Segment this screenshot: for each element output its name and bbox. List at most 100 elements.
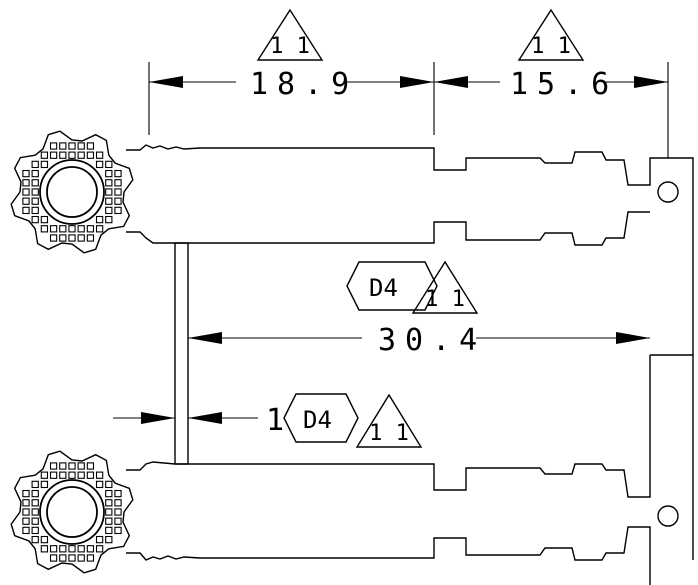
perforation-square — [49, 225, 58, 233]
perforation-square — [86, 234, 95, 242]
dimension-text-18-9: 18.9 — [250, 67, 358, 102]
perforation-square — [31, 526, 39, 535]
perforation-square — [95, 535, 104, 544]
perforation-square — [31, 499, 39, 507]
perforation-square — [105, 188, 113, 196]
revision-text: 1 1 — [425, 287, 465, 312]
perforation-square — [40, 151, 49, 159]
perforation-square — [22, 206, 30, 215]
perforation-square — [22, 197, 30, 205]
pad-inner-ring — [46, 486, 98, 538]
arrowhead — [188, 412, 222, 424]
perforation-square — [40, 545, 49, 553]
perforation-square — [68, 471, 76, 479]
perforation-square — [31, 179, 39, 187]
perforation-square — [22, 526, 30, 535]
revision-triangle-middle — [411, 260, 479, 314]
perforation-square — [68, 554, 76, 562]
perforation-square — [105, 197, 113, 205]
perforation-square — [31, 535, 39, 544]
perforation-square — [22, 169, 30, 178]
perforation-square — [114, 169, 122, 178]
perforation-square — [86, 462, 95, 470]
lower-lead-bottom-edge — [126, 526, 651, 585]
arrowhead — [141, 412, 175, 424]
perforation-square — [40, 215, 49, 224]
perforation-square — [114, 526, 122, 535]
revision-triangle-top-right — [517, 8, 585, 61]
perforation-square — [31, 160, 39, 169]
lower-lead-top-edge — [126, 355, 651, 498]
perforation-square — [114, 499, 122, 507]
upper-lead — [126, 144, 694, 560]
perforation-square — [77, 142, 85, 150]
arrowhead — [400, 76, 434, 88]
hexagon-tag-middle — [346, 261, 438, 311]
revision-text: 1 1 — [369, 421, 409, 446]
perforation-square — [31, 188, 39, 196]
upper-lead-bottom-edge — [126, 211, 650, 246]
arrowhead — [434, 76, 468, 88]
perforation-square — [68, 225, 76, 233]
perforation-square — [95, 215, 104, 224]
perforation-square — [22, 499, 30, 507]
pad-outer-ring — [39, 479, 105, 545]
perforation-square — [114, 206, 122, 215]
perforation-square — [49, 234, 58, 242]
perforation-square — [114, 188, 122, 196]
perforation-square — [77, 462, 85, 470]
perforation-square — [86, 142, 95, 150]
perforation-square — [59, 545, 67, 553]
perforation-square — [49, 142, 58, 150]
arrowhead — [634, 76, 668, 88]
perforation-square — [86, 554, 95, 562]
perforation-square — [40, 225, 49, 233]
perforation-square — [49, 554, 58, 562]
hex-tag-text: D4 — [369, 274, 398, 302]
perforation-square — [105, 526, 113, 535]
perforation-square — [59, 142, 67, 150]
perforation-square — [77, 234, 85, 242]
middle-dimension-group: 30.4 D4 1 1 — [188, 260, 650, 358]
perforation-square — [68, 462, 76, 470]
perforation-square — [95, 160, 104, 169]
perforation-square — [40, 535, 49, 544]
gap-dimension-group: 1 D4 1 1 — [113, 393, 423, 448]
perforation-square — [86, 471, 95, 479]
dimension-text-gap: 1 — [266, 403, 284, 438]
perforation-square — [49, 471, 58, 479]
perforation-square — [59, 225, 67, 233]
perforation-square — [40, 160, 49, 169]
arrowhead — [188, 332, 222, 344]
dimension-text-30-4: 30.4 — [378, 323, 486, 358]
perforation-square — [105, 160, 113, 169]
perforation-square — [31, 480, 39, 489]
perforation-square — [68, 142, 76, 150]
dimension-text-15-6: 15.6 — [510, 67, 618, 102]
perforation-square — [59, 462, 67, 470]
perforation-square — [31, 508, 39, 516]
revision-triangle-top-left — [256, 8, 324, 61]
perforation-square — [49, 545, 58, 553]
perforation-square — [31, 169, 39, 178]
hexagon-tag-lower — [283, 393, 359, 443]
revision-text: 1 1 — [270, 34, 310, 59]
pad-inner-ring — [46, 166, 98, 218]
perforation-square — [105, 215, 113, 224]
perforation-square — [114, 508, 122, 516]
perforation-square — [105, 169, 113, 178]
alignment-hole-bottom — [657, 505, 679, 527]
perforation-square — [105, 179, 113, 187]
perforation-square — [59, 234, 67, 242]
perforation-square — [68, 234, 76, 242]
perforation-square — [114, 489, 122, 498]
perforation-square — [40, 480, 49, 489]
perforation-square — [95, 151, 104, 159]
hex-tag-text: D4 — [303, 406, 332, 434]
pad-outer-ring — [39, 159, 105, 225]
perforation-square — [105, 508, 113, 516]
perforation-square — [31, 489, 39, 498]
perforation-square — [105, 206, 113, 215]
perforation-square — [68, 151, 76, 159]
perforation-square — [105, 517, 113, 525]
